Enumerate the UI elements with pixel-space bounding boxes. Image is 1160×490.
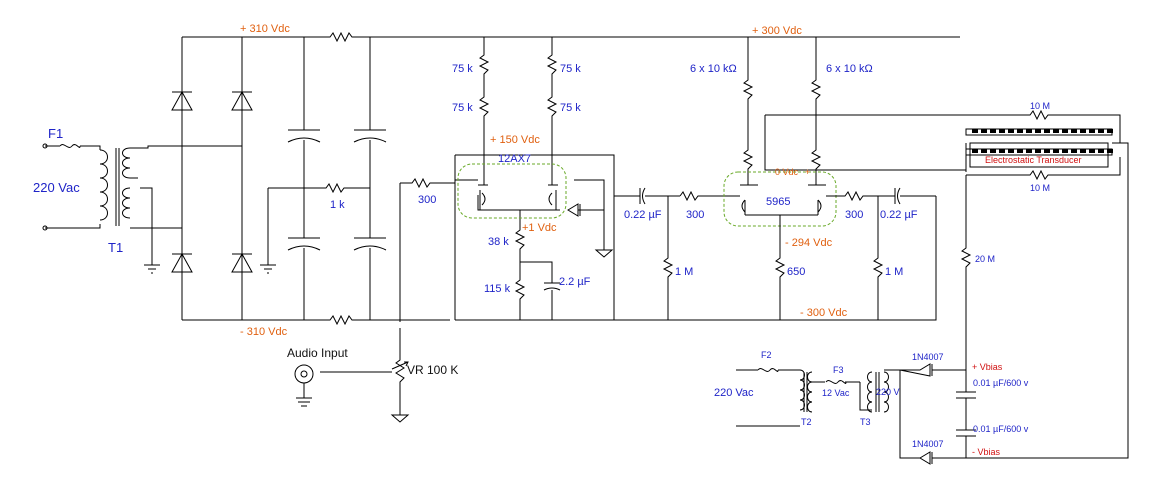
- capacitor-022-a: 0.22 µF: [624, 209, 662, 221]
- transformer-t2-label: T2: [801, 417, 812, 427]
- rail-plus: +: [805, 167, 810, 177]
- labels: F1 220 Vac T1 + 310 Vdc - 310 Vdc 1 k 30…: [33, 23, 1082, 457]
- rail-neg294: - 294 Vdc: [785, 237, 833, 249]
- resistor-75k-a: 75 k: [452, 63, 473, 75]
- resistor-650: 650: [787, 266, 805, 278]
- mains-voltage-label: 220 Vac: [33, 180, 80, 195]
- v12-label: 12 Vac: [822, 388, 850, 398]
- transformer-label: T1: [108, 240, 123, 255]
- bias-mains-label: 220 Vac: [714, 387, 754, 399]
- rail-neg300: - 300 Vdc: [800, 307, 848, 319]
- rail-pos150: + 150 Vdc: [490, 134, 540, 146]
- resistor-6x10k-a: 6 x 10 kΩ: [690, 63, 737, 75]
- fuse-f3-label: F3: [833, 365, 844, 375]
- vbias-pos-label: + Vbias: [972, 362, 1003, 372]
- capacitor-022-b: 0.22 µF: [880, 209, 918, 221]
- resistor-6x10k-b: 6 x 10 kΩ: [826, 63, 873, 75]
- diode-1-label: 1N4007: [912, 352, 944, 362]
- resistor-10m-a: 10 M: [1030, 101, 1050, 111]
- tube-5965-label: 5965: [766, 196, 790, 208]
- pot-label: VR 100 K: [407, 363, 458, 377]
- resistor-10m-b: 10 M: [1030, 183, 1050, 193]
- resistor-300-out: 300: [845, 209, 863, 221]
- resistor-300-input: 300: [418, 194, 436, 206]
- resistor-1k: 1 k: [330, 199, 345, 211]
- transformer-t3-label: T3: [860, 417, 871, 427]
- resistor-300-mid: 300: [686, 209, 704, 221]
- resistor-1m-b: 1 M: [885, 266, 903, 278]
- capacitor-001-a: 0.01 µF/600 v: [973, 378, 1029, 388]
- resistor-75k-d: 75 k: [560, 102, 581, 114]
- fuse-label: F1: [48, 126, 63, 141]
- wiring: [42, 31, 1129, 465]
- capacitor-2u2: 2.2 µF: [559, 276, 591, 288]
- rail-neg310: - 310 Vdc: [240, 326, 288, 338]
- rail-pos300: + 300 Vdc: [752, 25, 802, 37]
- resistor-75k-b: 75 k: [452, 102, 473, 114]
- tube-12ax7-label: 12AX7: [498, 153, 531, 165]
- diode-2-label: 1N4007: [912, 439, 944, 449]
- resistor-1m-a: 1 M: [675, 266, 693, 278]
- transducer-label: Electrostatic Transducer: [985, 155, 1082, 165]
- fuse-f2-label: F2: [761, 350, 772, 360]
- v220-label: 220 V: [876, 387, 900, 397]
- resistor-20m: 20 M: [975, 254, 995, 264]
- rail-pos310: + 310 Vdc: [240, 23, 290, 35]
- rail-zero: 0 Vdc: [775, 167, 799, 177]
- resistor-75k-c: 75 k: [560, 63, 581, 75]
- resistor-115k: 115 k: [484, 283, 511, 295]
- resistor-38k: 38 k: [488, 236, 509, 248]
- audio-input-label: Audio Input: [287, 346, 348, 360]
- vbias-neg-label: - Vbias: [972, 447, 1001, 457]
- rail-pos1: +1 Vdc: [522, 222, 557, 234]
- capacitor-001-b: 0.01 µF/600 v: [973, 424, 1029, 434]
